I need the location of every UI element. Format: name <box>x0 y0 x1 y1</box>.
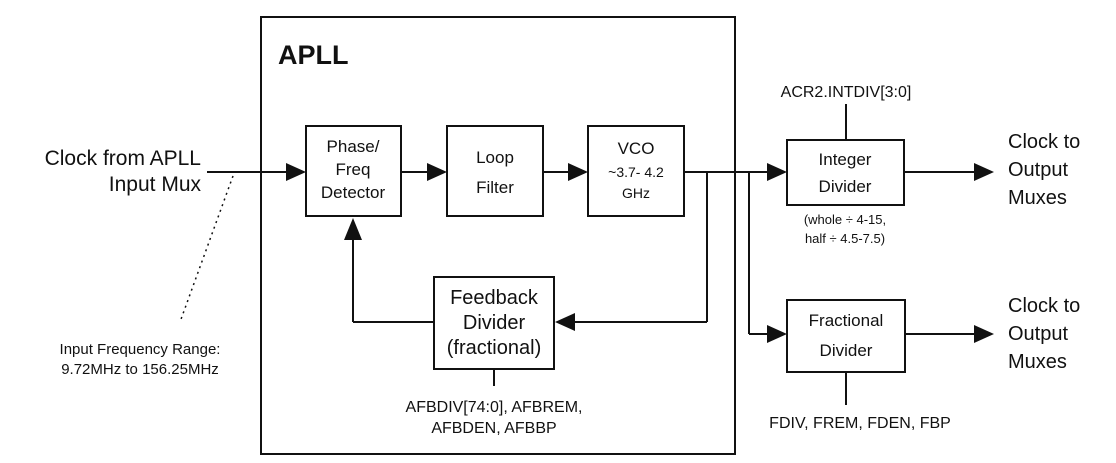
pfd-label-line1: Phase/ <box>327 137 380 156</box>
output-bottom-line1: Clock to <box>1008 295 1080 317</box>
output-top-line2: Output <box>1008 159 1068 181</box>
arrow-into-feedback-divider <box>555 313 575 331</box>
input-range-line2: 9.72MHz to 156.25MHz <box>61 361 219 378</box>
fractional-divider-box <box>786 299 906 373</box>
integer-divider-line1: Integer <box>819 150 872 169</box>
loop-filter-line2: Filter <box>476 178 514 197</box>
feedback-reg-line1: AFBDIV[74:0], AFBREM, <box>406 399 583 416</box>
feedback-label-line2: Divider <box>463 312 526 334</box>
input-range-dotted-leader <box>179 175 234 323</box>
fractional-divider-line1: Fractional <box>809 311 884 330</box>
output-bottom-line3: Muxes <box>1008 351 1067 373</box>
arrow-into-integer-divider <box>767 163 787 181</box>
arrow-into-vco <box>568 163 588 181</box>
vco-label-line1: VCO <box>618 139 655 158</box>
integer-divider-reg: ACR2.INTDIV[3:0] <box>781 84 912 101</box>
fractional-divider-reg: FDIV, FREM, FDEN, FBP <box>769 415 951 432</box>
feedback-divider-box <box>433 276 555 370</box>
feedback-label-line3: (fractional) <box>447 337 541 359</box>
input-label-line2: Input Mux <box>109 173 202 196</box>
integer-divider-note-line2: half ÷ 4.5-7.5) <box>805 231 885 246</box>
arrow-integer-out <box>974 163 994 181</box>
output-top-line1: Clock to <box>1008 131 1080 153</box>
feedback-label-line1: Feedback <box>450 287 539 309</box>
arrow-into-loop-filter <box>427 163 447 181</box>
pfd-label-line3: Detector <box>321 183 386 202</box>
input-label-line1: Clock from APLL <box>45 147 201 170</box>
arrow-into-fractional-divider <box>767 325 787 343</box>
arrow-fractional-out <box>974 325 994 343</box>
integer-divider-line2: Divider <box>819 177 872 196</box>
arrow-into-pfd-bottom <box>344 218 362 240</box>
pfd-label-line2: Freq <box>336 160 371 179</box>
vco-label-line3: GHz <box>622 185 650 201</box>
apll-title: APLL <box>278 40 349 70</box>
loop-filter-box <box>446 125 544 217</box>
output-top-line3: Muxes <box>1008 187 1067 209</box>
fractional-divider-line2: Divider <box>820 341 873 360</box>
input-range-line1: Input Frequency Range: <box>60 341 221 358</box>
integer-divider-note-line1: (whole ÷ 4-15, <box>804 212 886 227</box>
arrow-into-pfd <box>286 163 306 181</box>
apll-enclosure <box>260 16 736 455</box>
feedback-reg-line2: AFBDEN, AFBBP <box>431 420 556 437</box>
output-bottom-line2: Output <box>1008 323 1068 345</box>
vco-label-line2: ~3.7- 4.2 <box>608 164 664 180</box>
phase-freq-detector-box <box>305 125 402 217</box>
loop-filter-line1: Loop <box>476 148 514 167</box>
